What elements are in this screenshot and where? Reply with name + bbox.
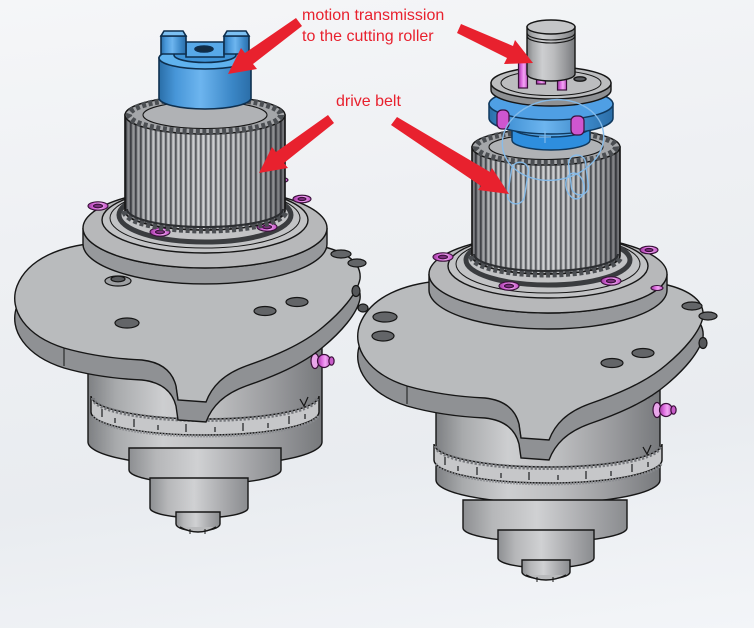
label-line: drive belt <box>336 93 401 110</box>
arrow-to-right-gear <box>391 117 509 194</box>
disc-hole <box>573 76 587 82</box>
right-assembly[interactable] <box>357 19 718 582</box>
right-dial-index-mark <box>642 444 652 456</box>
left-assembly[interactable] <box>14 30 367 534</box>
coupling-tab <box>223 35 250 55</box>
plate-bolt-holes <box>357 301 718 369</box>
sketch-overlay <box>501 98 605 205</box>
sketch-origin-cross <box>539 131 551 143</box>
right-drive-belt-gear[interactable] <box>468 128 624 278</box>
coupling-tab-top <box>222 30 251 37</box>
annotation-label-drive-belt: drive belt <box>336 91 401 112</box>
label-line: motion transmission <box>302 7 445 24</box>
right-mounting-plate <box>357 273 718 461</box>
annotation-arrows <box>228 18 533 194</box>
left-graduated-dial <box>90 395 320 438</box>
left-mounting-plate <box>14 235 367 423</box>
plate-bolt-holes <box>104 249 367 329</box>
left-dial-index-mark <box>299 396 309 408</box>
coupling-center-hole <box>194 45 214 53</box>
right-grease-nipple <box>652 401 677 419</box>
right-graduated-dial <box>433 443 663 486</box>
annotation-label-motion-transmission: motion transmission to the cutting rolle… <box>302 5 444 47</box>
label-line: to the cutting roller <box>302 28 434 45</box>
left-grease-nipple <box>310 352 335 370</box>
coupling-tab-top <box>159 30 188 37</box>
arrow-to-coupling <box>228 18 302 74</box>
right-dial-tick-marks <box>444 457 649 480</box>
arrow-to-pins <box>457 24 533 64</box>
left-dial-tick-marks <box>101 409 306 432</box>
flange-screws <box>432 245 664 292</box>
drive-pin-lower-ends <box>496 109 585 136</box>
coupling-tab <box>160 35 187 55</box>
left-drive-belt-gear[interactable] <box>121 95 289 234</box>
left-cutting-roller-coupling[interactable] <box>158 30 252 110</box>
right-top-shaft <box>526 19 576 82</box>
arrow-to-left-gear <box>259 115 334 173</box>
